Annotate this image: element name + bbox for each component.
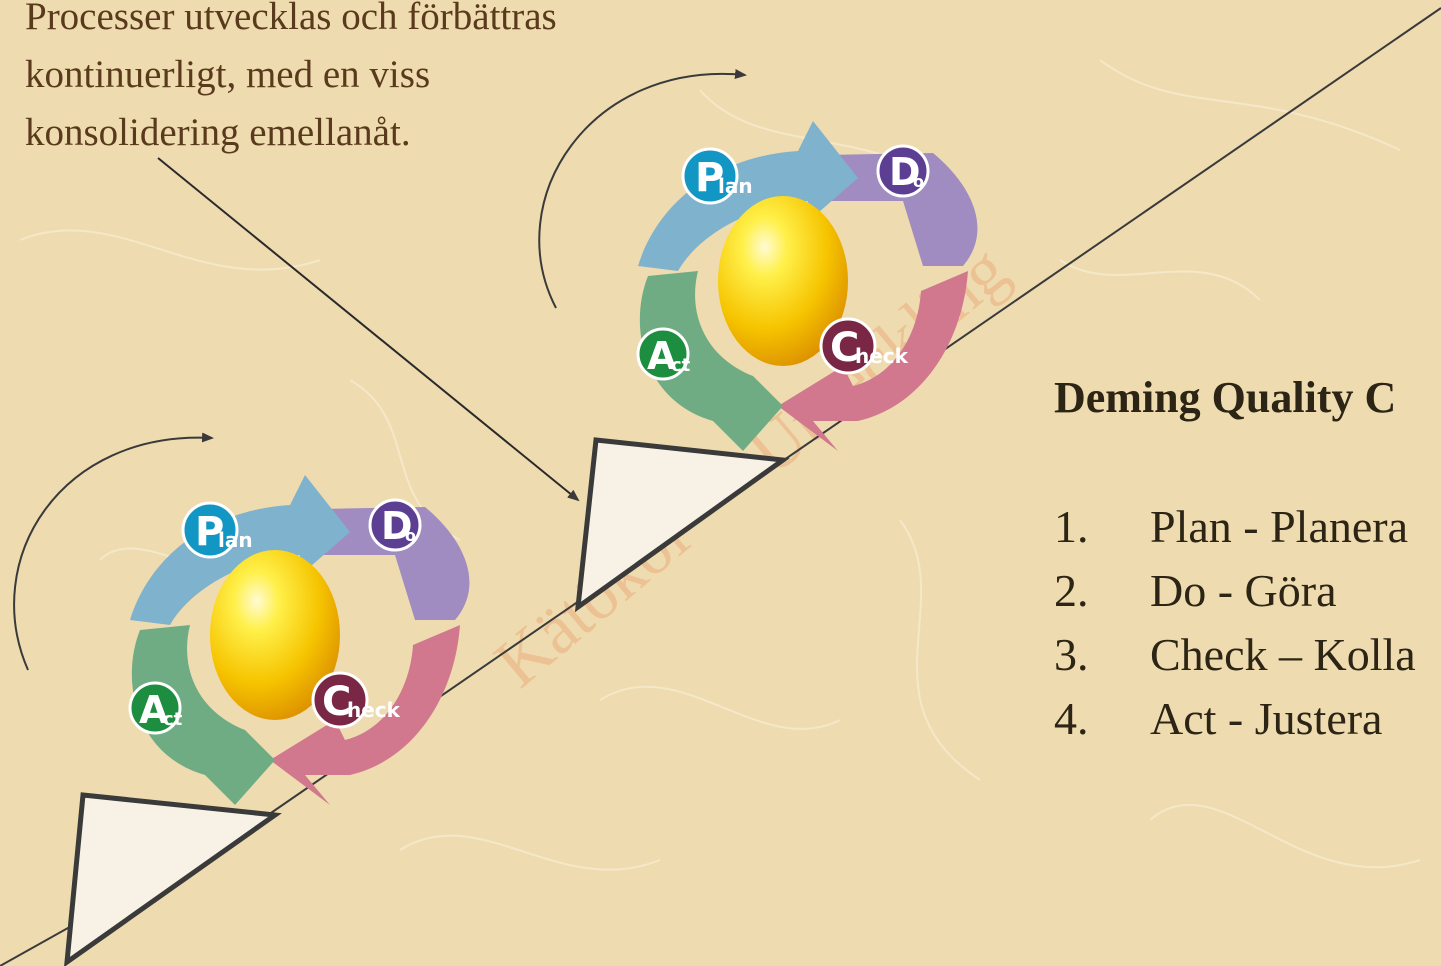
step-text: Check – Kolla (1150, 628, 1416, 681)
step-number: 3. (1054, 628, 1089, 681)
step-text: Act - Justera (1150, 692, 1382, 745)
pdca-cycle-lower: P lan D o C heck A ct (130, 475, 469, 805)
svg-text:heck: heck (855, 344, 909, 368)
check-badge: C heck (313, 673, 401, 727)
act-badge: A ct (638, 329, 691, 379)
plan-badge: P lan (183, 503, 253, 557)
do-badge: D o (878, 146, 928, 196)
svg-text:heck: heck (347, 698, 401, 722)
plan-badge: P lan (683, 149, 753, 203)
svg-text:o: o (405, 526, 416, 545)
svg-text:lan: lan (218, 528, 253, 552)
do-badge: D o (370, 500, 420, 550)
svg-text:ct: ct (671, 355, 691, 376)
step-number: 1. (1054, 500, 1089, 553)
intro-line: kontinuerligt, med en viss (25, 46, 685, 104)
intro-text: Processer utvecklas och förbättras konti… (25, 0, 685, 162)
deming-title: Deming Quality C (1054, 372, 1396, 423)
wedge-upper (578, 440, 783, 607)
pointer-arrow (158, 158, 578, 500)
step-text: Plan - Planera (1150, 500, 1408, 553)
wedge-lower (67, 795, 275, 962)
step-number: 4. (1054, 692, 1089, 745)
step-text: Do - Göra (1150, 564, 1337, 617)
act-badge: A ct (130, 683, 183, 733)
svg-text:o: o (913, 172, 924, 191)
intro-line: Processer utvecklas och förbättras (25, 0, 685, 46)
svg-text:lan: lan (718, 174, 753, 198)
step-number: 2. (1054, 564, 1089, 617)
intro-line: konsolidering emellanåt. (25, 104, 685, 162)
svg-text:ct: ct (163, 709, 183, 730)
